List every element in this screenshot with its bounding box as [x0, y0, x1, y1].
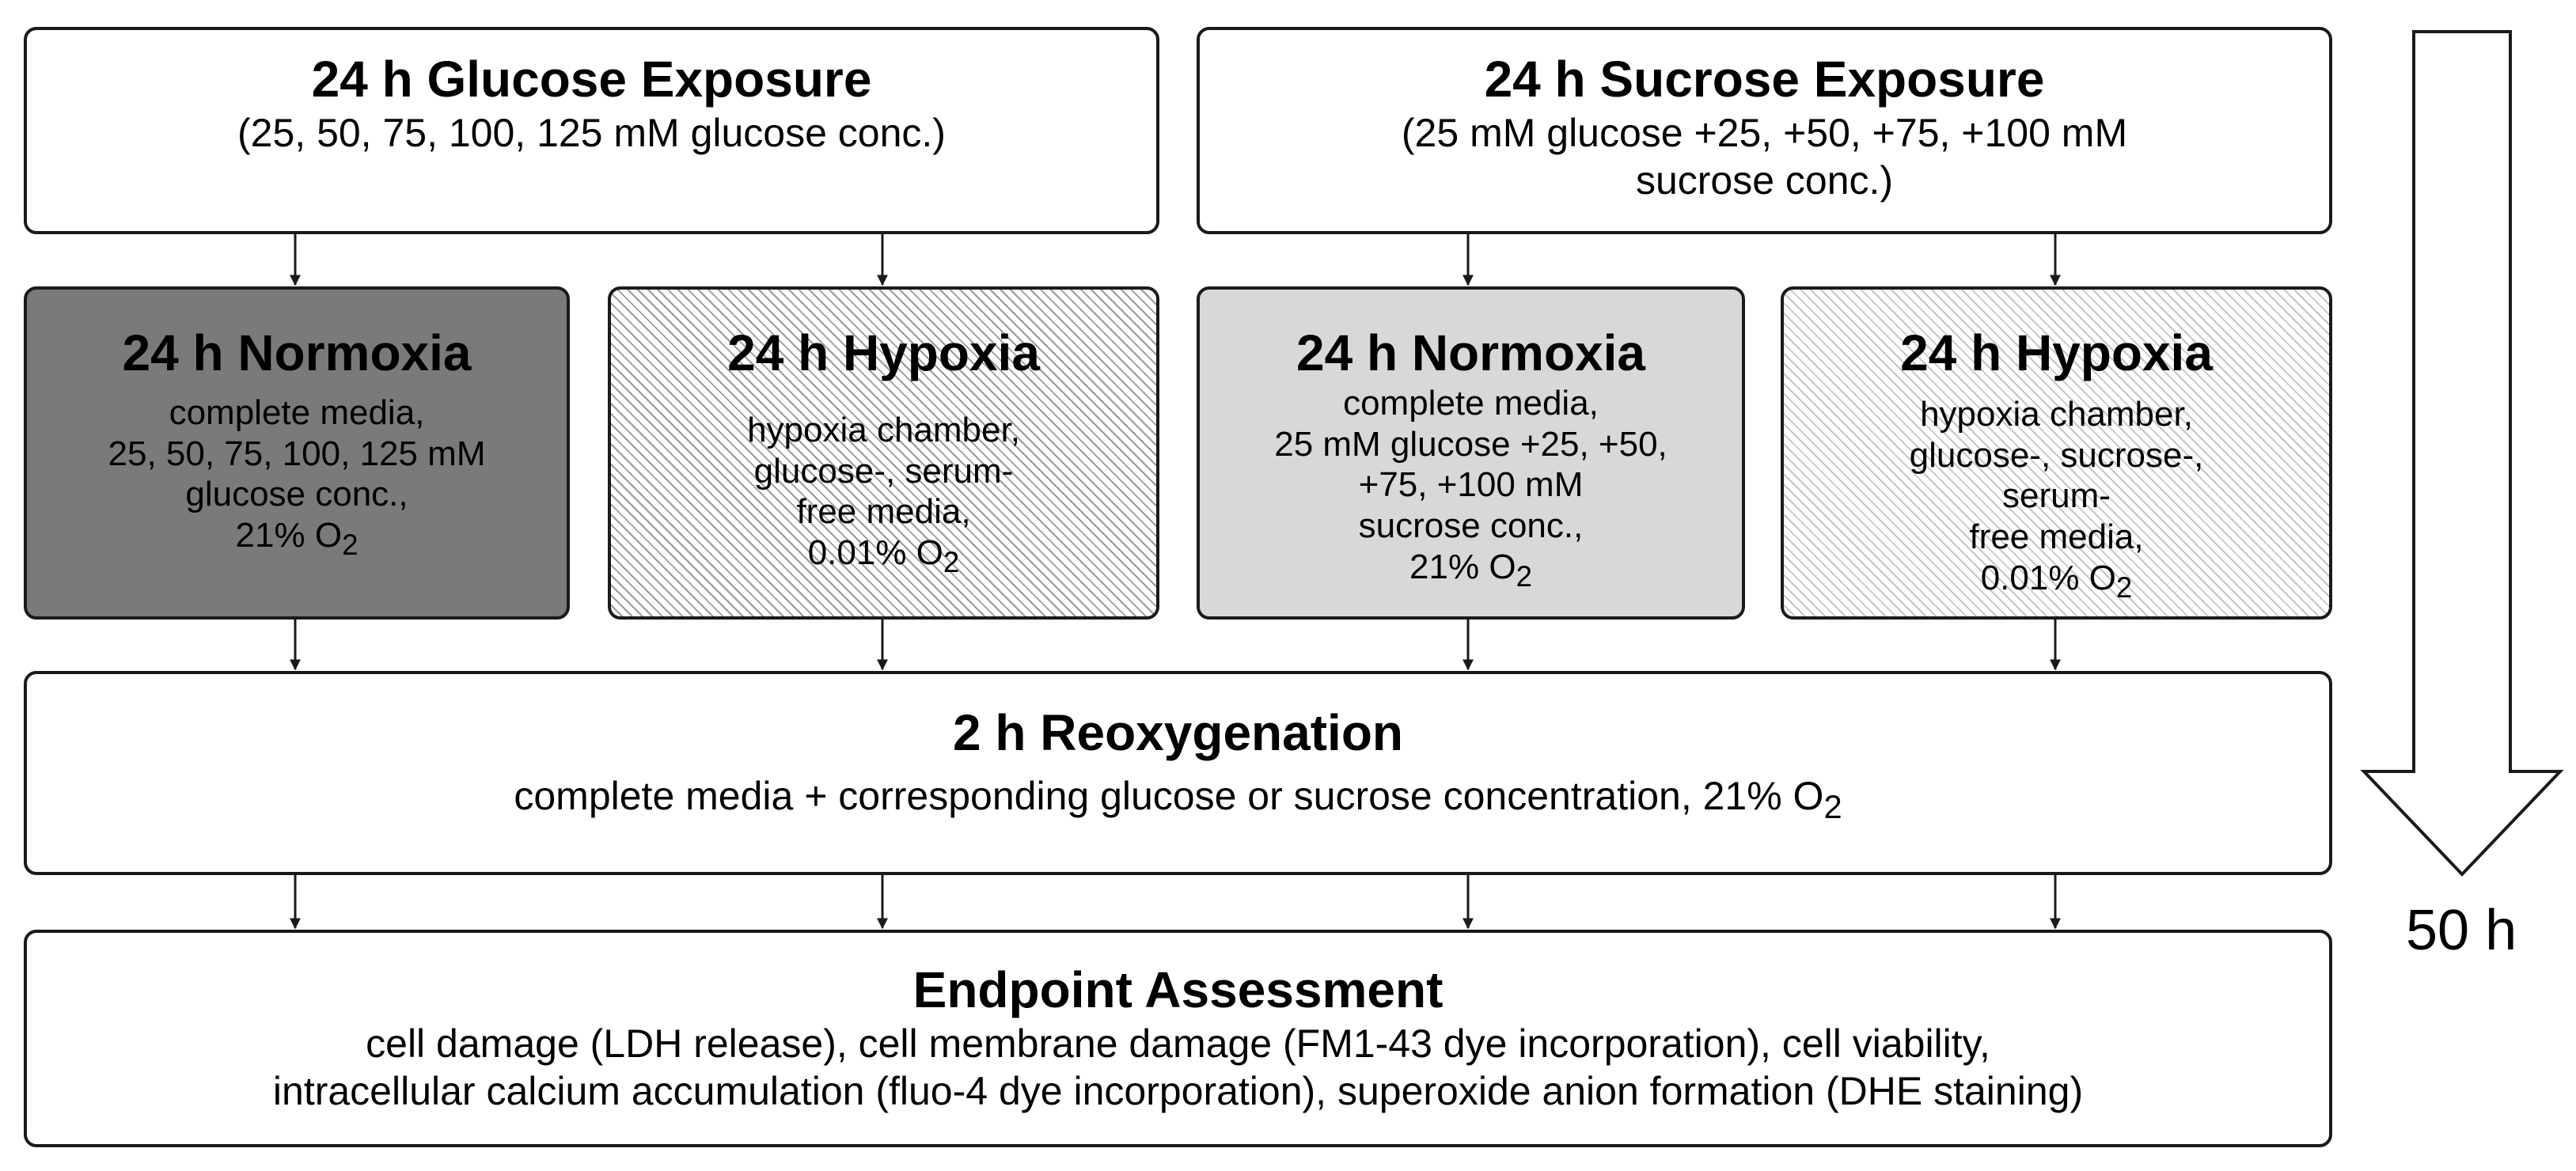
glucose-hypoxia-line-2: glucose-, serum- [753, 451, 1014, 491]
glucose-hypoxia-oxygen: 0.01% O2 [808, 532, 960, 579]
glucose-normoxia-oxygen-subscript: 2 [342, 529, 359, 562]
glucose-normoxia-line-3: glucose conc., [185, 475, 408, 514]
glucose-hypoxia-box: 24 h Hypoxia hypoxia chamber, glucose-, … [608, 286, 1159, 620]
glucose-normoxia-line-1: complete media, [169, 392, 425, 432]
sucrose-hypoxia-line-4: free media, [1969, 517, 2144, 557]
reoxygenation-detail-text: complete media + corresponding glucose o… [514, 773, 1824, 818]
glucose-normoxia-box: 24 h Normoxia complete media, 25, 50, 75… [24, 286, 570, 620]
sucrose-normoxia-line-1: complete media, [1343, 383, 1599, 423]
glucose-hypoxia-line-1: hypoxia chamber, [747, 410, 1020, 449]
timeline-arrow [2360, 30, 2564, 877]
glucose-normoxia-line-2: 25, 50, 75, 100, 125 mM [108, 434, 486, 473]
endpoint-assessment-line-2: intracellular calcium accumulation (fluo… [272, 1068, 2084, 1113]
sucrose-normoxia-line-4: sucrose conc., [1358, 506, 1584, 546]
reoxygenation-detail-subscript: 2 [1823, 787, 1842, 825]
sucrose-hypoxia-title: 24 h Hypoxia [1900, 324, 2213, 381]
sucrose-normoxia-title: 24 h Normoxia [1296, 324, 1646, 381]
glucose-hypoxia-line-3: free media, [796, 492, 971, 532]
total-duration-label: 50 h [2406, 899, 2517, 962]
sucrose-hypoxia-box: 24 h Hypoxia hypoxia chamber, glucose-, … [1781, 286, 2332, 620]
sucrose-normoxia-line-2: 25 mM glucose +25, +50, [1274, 424, 1667, 464]
sucrose-hypoxia-line-1: hypoxia chamber, [1920, 394, 2193, 434]
sucrose-normoxia-box: 24 h Normoxia complete media, 25 mM gluc… [1197, 286, 1745, 620]
glucose-hypoxia-oxygen-text: 0.01% O [807, 533, 943, 573]
endpoint-assessment-title: Endpoint Assessment [912, 961, 1444, 1018]
glucose-exposure-box: 24 h Glucose Exposure (25, 50, 75, 100, … [24, 27, 1159, 234]
sucrose-hypoxia-oxygen-subscript: 2 [2115, 571, 2133, 604]
glucose-hypoxia-title: 24 h Hypoxia [727, 324, 1040, 381]
sucrose-hypoxia-oxygen: 0.01% O2 [1981, 558, 2133, 604]
endpoint-assessment-line-1: cell damage (LDH release), cell membrane… [366, 1021, 1990, 1066]
glucose-normoxia-title: 24 h Normoxia [122, 324, 472, 381]
glucose-hypoxia-oxygen-subscript: 2 [943, 546, 960, 579]
sucrose-exposure-detail-line2: sucrose conc.) [1635, 157, 1894, 203]
glucose-normoxia-oxygen-text: 21% O [235, 516, 343, 555]
sucrose-normoxia-line-3: +75, +100 mM [1358, 465, 1584, 505]
sucrose-normoxia-oxygen-subscript: 2 [1516, 560, 1532, 593]
reoxygenation-title: 2 h Reoxygenation [953, 704, 1403, 761]
endpoint-assessment-box: Endpoint Assessment cell damage (LDH rel… [24, 930, 2332, 1147]
sucrose-hypoxia-line-3: serum- [2002, 476, 2111, 516]
sucrose-normoxia-oxygen-text: 21% O [1409, 548, 1516, 587]
sucrose-exposure-box: 24 h Sucrose Exposure (25 mM glucose +25… [1197, 27, 2332, 234]
glucose-exposure-detail: (25, 50, 75, 100, 125 mM glucose conc.) [237, 110, 946, 155]
reoxygenation-detail: complete media + corresponding glucose o… [514, 772, 1842, 827]
sucrose-hypoxia-oxygen-text: 0.01% O [1980, 559, 2116, 598]
glucose-normoxia-oxygen: 21% O2 [236, 515, 359, 562]
sucrose-hypoxia-line-2: glucose-, sucrose-, [1909, 435, 2204, 475]
glucose-exposure-title: 24 h Glucose Exposure [311, 51, 872, 108]
sucrose-exposure-title: 24 h Sucrose Exposure [1484, 51, 2045, 108]
sucrose-exposure-detail-line1: (25 mM glucose +25, +50, +75, +100 mM [1401, 110, 2128, 155]
sucrose-normoxia-oxygen: 21% O2 [1409, 547, 1532, 593]
reoxygenation-box: 2 h Reoxygenation complete media + corre… [24, 671, 2332, 875]
